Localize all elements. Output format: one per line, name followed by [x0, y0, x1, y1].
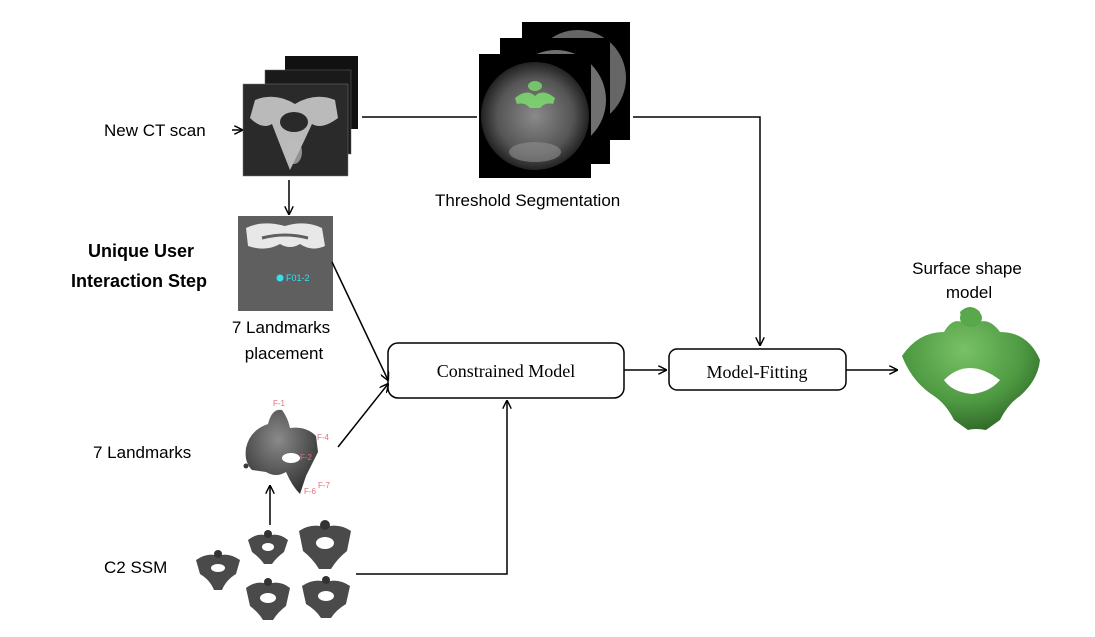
- segmentation-slice: [481, 62, 589, 170]
- ssm-vertebra-1: [196, 550, 240, 590]
- ssm-vertebra-3: [299, 520, 351, 569]
- landmarks-placement-label-line2: placement: [245, 344, 324, 363]
- marker-f6: F-6: [304, 487, 317, 496]
- marker-f2: F-2: [300, 453, 313, 462]
- arrow-placement-to-constrained: [331, 261, 388, 380]
- arrow-landmarks-to-constrained: [337, 384, 388, 448]
- constrained-model-label: Constrained Model: [437, 361, 575, 381]
- model-fitting-label: Model-Fitting: [706, 362, 807, 382]
- arrow-segmentation-to-fitting: [633, 116, 760, 345]
- marker-f4: F-4: [317, 433, 330, 442]
- ssm-vertebra-2: [248, 530, 288, 564]
- segmented-vertebra: [515, 81, 555, 108]
- flow-arrows: [270, 116, 897, 575]
- arrow-ssm-to-constrained: [356, 401, 507, 575]
- c2-ssm-label: C2 SSM: [104, 558, 167, 577]
- ssm-vertebra-4: [246, 578, 290, 620]
- user-step-label-line2: Interaction Step: [71, 271, 207, 291]
- marker-f7: F-7: [318, 481, 331, 490]
- new-ct-scan-label: New CT scan: [104, 121, 206, 140]
- landmarks-vertebra: [243, 409, 318, 494]
- surface-shape-model: [902, 307, 1040, 430]
- landmarks-placement-label-line1: 7 Landmarks: [232, 318, 330, 337]
- model-fitting-box: Model-Fitting: [668, 348, 847, 391]
- ssm-vertebrae: [196, 520, 351, 620]
- segmentation-stack: [479, 22, 630, 178]
- landmark-placement-image: F01-2: [238, 216, 333, 311]
- constrained-model-box: Constrained Model: [387, 342, 625, 399]
- threshold-segmentation-label: Threshold Segmentation: [435, 191, 620, 210]
- landmark-markers: F-1 F-4 F-2 F-7 F-6: [273, 399, 331, 496]
- landmark-point: [276, 274, 284, 282]
- landmark-tag: F01-2: [286, 273, 310, 283]
- ssm-vertebra-5: [302, 576, 350, 618]
- seven-landmarks-label: 7 Landmarks: [93, 443, 191, 462]
- surface-model-label-line1: Surface shape: [912, 259, 1022, 278]
- ct-slice-image: [250, 96, 338, 170]
- ct-scan-stack: [242, 56, 358, 177]
- surface-model-label-line2: model: [946, 283, 992, 302]
- user-step-label-line1: Unique User: [88, 241, 194, 261]
- marker-f1: F-1: [273, 399, 286, 408]
